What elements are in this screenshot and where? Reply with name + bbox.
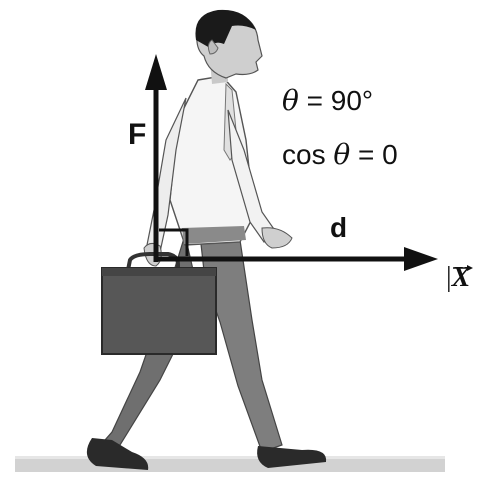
force-label: F [128,118,147,151]
angle-equation: θ = 90° [282,84,373,117]
ear [207,39,219,55]
front-shoe [257,446,327,468]
cosine-equation: cos θ = 0 [282,138,398,171]
theta-symbol: θ [333,138,351,171]
floor-edge [15,456,445,459]
theta-symbol: θ [282,84,299,117]
briefcase-lid-seam [102,268,216,276]
briefcase-icon [101,267,217,355]
angle-equation-rest: = 90° [298,85,374,116]
cosine-equation-rest: = 0 [350,139,398,170]
front-hand [261,227,293,249]
x-axis-var: X [451,262,471,293]
hair [195,9,256,49]
floor [15,458,445,472]
x-axis-label: |X [446,262,470,294]
back-shoe [86,438,149,470]
displacement-arrow-head [404,247,438,271]
x-axis-bar: | [446,262,452,293]
displacement-label: d [330,212,348,243]
right-angle-marker [159,228,189,256]
cosine-prefix: cos [282,139,334,170]
belt [182,226,246,244]
x-vector-arrow [453,265,473,271]
force-arrow-head [145,54,167,90]
